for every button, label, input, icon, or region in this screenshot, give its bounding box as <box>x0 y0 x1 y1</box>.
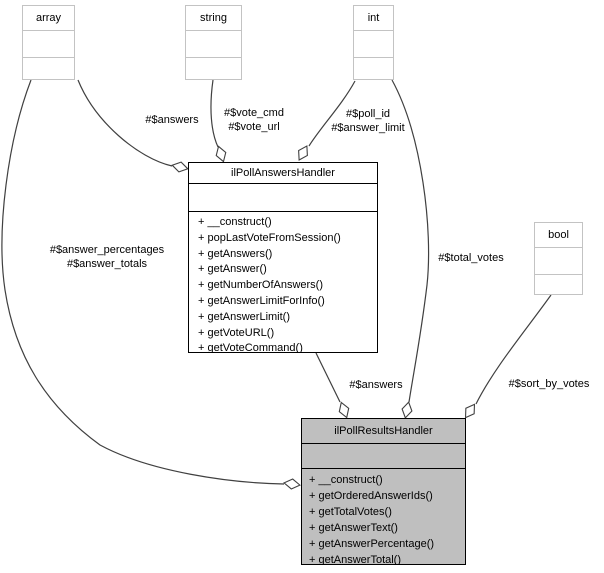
type-name: bool <box>535 223 582 248</box>
aggregation-diamond <box>401 401 413 419</box>
aggregation-diamond <box>283 478 301 490</box>
method-item: + getOrderedAnswerIds() <box>309 490 433 503</box>
method-item: + getVoteCommand() <box>198 342 303 352</box>
method-list: + __construct() + popLastVoteFromSession… <box>189 212 377 352</box>
class-box-ilpollresultshandler: ilPollResultsHandler + __construct() + g… <box>301 418 466 565</box>
edge-int-answers <box>308 80 356 147</box>
edge-label-line: #$vote_url <box>228 121 280 133</box>
edge-int-results <box>391 79 430 403</box>
empty-attribute-compartment <box>354 31 393 58</box>
method-item: + getNumberOfAnswers() <box>198 279 324 292</box>
type-name: string <box>186 6 241 31</box>
edge-label-poll: #$poll_id #$answer_limit <box>331 107 404 135</box>
edge-label-answer-percentages: #$answer_percentages #$answer_totals <box>50 243 164 271</box>
method-item: + popLastVoteFromSession() <box>198 231 341 244</box>
empty-attribute-compartment <box>186 31 241 58</box>
type-box-string: string <box>185 5 242 80</box>
empty-method-compartment <box>23 58 74 79</box>
class-name: ilPollResultsHandler <box>302 419 465 444</box>
edge-label-total-votes: #$total_votes <box>438 252 504 264</box>
method-item: + getAnswerText() <box>309 522 398 535</box>
empty-attribute-compartment <box>189 184 377 212</box>
class-name[interactable]: ilPollAnswersHandler <box>189 163 377 184</box>
method-item: + __construct() <box>198 216 272 228</box>
empty-attribute-compartment <box>535 248 582 275</box>
edge-bool-results <box>475 294 552 405</box>
empty-method-compartment <box>535 275 582 294</box>
type-box-bool: bool <box>534 222 583 295</box>
edge-label-line: #$answer_percentages <box>49 244 165 256</box>
edge-label-answers-bottom: #$answers <box>349 379 403 391</box>
method-item: + getAnswer() <box>198 263 267 276</box>
aggregation-diamond <box>464 403 476 419</box>
edge-array-answers <box>77 79 173 167</box>
aggregation-diamond <box>298 145 308 161</box>
method-item: + getAnswerLimitForInfo() <box>198 294 325 307</box>
edge-label-line: #$answer_totals <box>66 258 148 270</box>
edge-array-results <box>1 79 285 485</box>
aggregation-diamond <box>215 145 227 163</box>
type-name: int <box>354 6 393 31</box>
empty-method-compartment <box>354 58 393 79</box>
method-item: + __construct() <box>309 474 383 486</box>
edge-label-sort-by-votes: #$sort_by_votes <box>508 378 590 390</box>
method-item: + getVoteURL() <box>198 326 275 339</box>
type-box-array: array <box>22 5 75 80</box>
edge-label-line: #$poll_id <box>345 108 391 120</box>
aggregation-diamond <box>338 401 350 419</box>
empty-method-compartment <box>186 58 241 79</box>
aggregation-diamond <box>171 161 189 173</box>
method-list: + __construct() + getOrderedAnswerIds() … <box>302 469 465 564</box>
edge-string-answers <box>210 79 219 148</box>
method-item: + getAnswers() <box>198 247 273 260</box>
method-item: + getAnswerTotal() <box>309 554 402 564</box>
edge-label-line: #$answer_limit <box>331 122 405 134</box>
type-name: array <box>23 6 74 31</box>
empty-attribute-compartment <box>302 444 465 469</box>
edge-label-answers: #$answers <box>145 114 199 126</box>
class-box-ilpollanswershandler[interactable]: ilPollAnswersHandler + __construct() + p… <box>188 162 378 353</box>
method-item: + getAnswerPercentage() <box>309 538 435 551</box>
empty-attribute-compartment <box>23 31 74 58</box>
edge-label-vote: #$vote_cmd #$vote_url <box>224 106 284 134</box>
edge-label-line: #$vote_cmd <box>224 107 284 119</box>
method-item: + getTotalVotes() <box>309 506 392 519</box>
type-box-int: int <box>353 5 394 80</box>
method-item: + getAnswerLimit() <box>198 310 291 323</box>
edge-answers-results <box>315 352 341 403</box>
